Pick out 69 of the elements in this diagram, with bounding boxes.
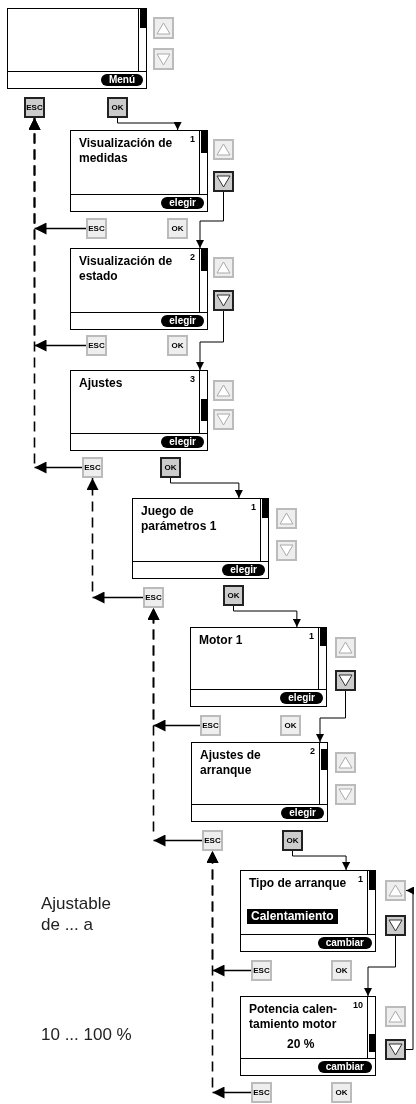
softkey-label: cambiar (317, 1061, 372, 1073)
softkey-label: elegir (280, 692, 323, 704)
menu-title: Ajustes (79, 376, 124, 391)
return-arrow (87, 477, 144, 604)
key-button: ESC (251, 1082, 272, 1103)
arrow (405, 886, 414, 1050)
display-screen (240, 870, 376, 952)
key-button: OK (282, 830, 303, 851)
menu-title: Ajustes de arranque (200, 748, 262, 778)
softkey-label: elegir (161, 315, 204, 327)
return-arrow (148, 607, 203, 847)
item-number: 1 (251, 502, 256, 512)
arrow (170, 477, 243, 499)
key-button: ESC (251, 960, 272, 981)
key-button: ESC (82, 457, 103, 478)
softkey-label: elegir (222, 564, 265, 576)
key-button: OK (223, 585, 244, 606)
arrow (292, 850, 351, 871)
softkey-label: elegir (281, 807, 324, 819)
annotation-text: 10 ... 100 % (41, 1024, 133, 1045)
item-number: 1 (190, 134, 195, 144)
arrow (196, 191, 224, 249)
selected-value: Calentamiento (247, 909, 338, 924)
key-button: OK (280, 715, 301, 736)
item-number: 10 (353, 1000, 363, 1010)
key-button: ESC (24, 97, 45, 118)
display-screen (70, 248, 208, 330)
key-button: OK (107, 97, 128, 118)
display-screen (70, 370, 208, 451)
display-screen (240, 996, 376, 1076)
display-screen (191, 742, 328, 822)
menu-title: Visualización de estado (79, 254, 174, 284)
arrow (316, 690, 346, 743)
key-button: OK (160, 457, 181, 478)
softkey-label: elegir (161, 436, 204, 448)
key-button: OK (331, 1082, 352, 1103)
display-screen (70, 130, 208, 212)
item-number: 2 (190, 252, 195, 262)
softkey-label: Menú (100, 74, 143, 86)
return-arrow (207, 850, 252, 1099)
menu-title: Tipo de arranque (249, 876, 347, 891)
item-number: 1 (309, 631, 314, 641)
softkey-label: cambiar (317, 937, 372, 949)
key-button: ESC (202, 830, 223, 851)
menu-title: Motor 1 (199, 633, 244, 648)
arrow (233, 605, 301, 628)
key-button: ESC (143, 587, 164, 608)
parameter-value: 20 % (287, 1037, 315, 1052)
display-screen (190, 627, 327, 707)
key-button: OK (331, 960, 352, 981)
key-button: ESC (86, 218, 107, 239)
display-screen (132, 498, 269, 579)
menu-title: Potencia calen- tamiento motor (249, 1002, 339, 1032)
arrow (196, 310, 224, 371)
arrow (117, 117, 182, 131)
menu-title: Juego de parámetros 1 (141, 504, 218, 534)
annotation-text: Ajustable de ... a (41, 893, 112, 935)
softkey-label: elegir (161, 197, 204, 209)
key-button: ESC (200, 715, 221, 736)
menu-title: Visualización de medidas (79, 136, 174, 166)
display-screen (7, 8, 147, 89)
key-button: OK (167, 335, 188, 356)
key-button: ESC (86, 335, 107, 356)
arrow (364, 935, 396, 997)
item-number: 2 (310, 746, 315, 756)
return-arrow (29, 117, 83, 474)
key-button: OK (167, 218, 188, 239)
item-number: 3 (190, 374, 195, 384)
item-number: 1 (358, 874, 363, 884)
